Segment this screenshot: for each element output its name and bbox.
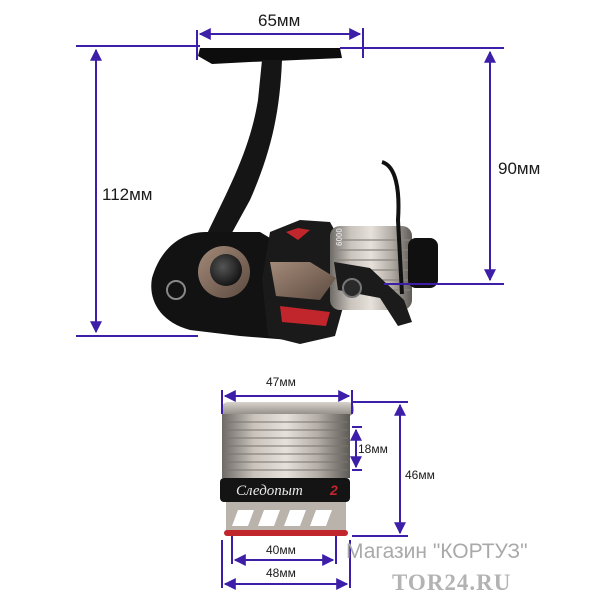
dimension-label-reel-total-height: 112мм: [102, 185, 153, 204]
spool-brand-number: 2: [329, 482, 338, 498]
accent-stripe: [280, 306, 330, 326]
roller-screw: [342, 278, 362, 298]
spinning-reel: 6000: [151, 48, 438, 344]
side-logo: [166, 280, 186, 300]
spool-barrel-grooves: [224, 421, 348, 471]
drag-knob: [408, 238, 438, 288]
dimension-label-reel-body-height: 90мм: [498, 159, 541, 178]
bail-arm-plate: [270, 262, 336, 300]
spool-red-ring: [224, 530, 348, 536]
spool-brand-band: [220, 478, 350, 502]
spool-top-rim: [222, 402, 354, 416]
bail-arm: [334, 262, 412, 326]
spare-spool: Следопыт 2: [220, 402, 354, 536]
dimension-label-spool-top-width: 47мм: [266, 375, 296, 389]
accent-stripe: [286, 228, 310, 240]
dimension-label-spool-height: 46мм: [405, 468, 435, 482]
spool-brand-text: Следопыт: [236, 483, 303, 499]
spool-skirt-cutouts: [232, 510, 332, 526]
handle-knob-inner: [210, 254, 242, 286]
dimension-label-spool-line-depth: 18мм: [358, 442, 388, 456]
store-name-watermark: Магазин "КОРТУЗ": [346, 540, 528, 563]
bail-wire: [381, 160, 404, 295]
dimension-label-reel-width: 65мм: [258, 11, 301, 30]
reel-side-marking: 6000: [335, 228, 344, 246]
reel-foot: [198, 48, 342, 64]
dimension-lines: [76, 28, 504, 590]
reel-stem: [206, 60, 282, 240]
dimension-label-spool-skirt-width: 48мм: [266, 566, 296, 580]
store-website-watermark: TOR24.RU: [392, 570, 512, 595]
dimension-label-spool-bottom-width: 40мм: [266, 543, 296, 557]
